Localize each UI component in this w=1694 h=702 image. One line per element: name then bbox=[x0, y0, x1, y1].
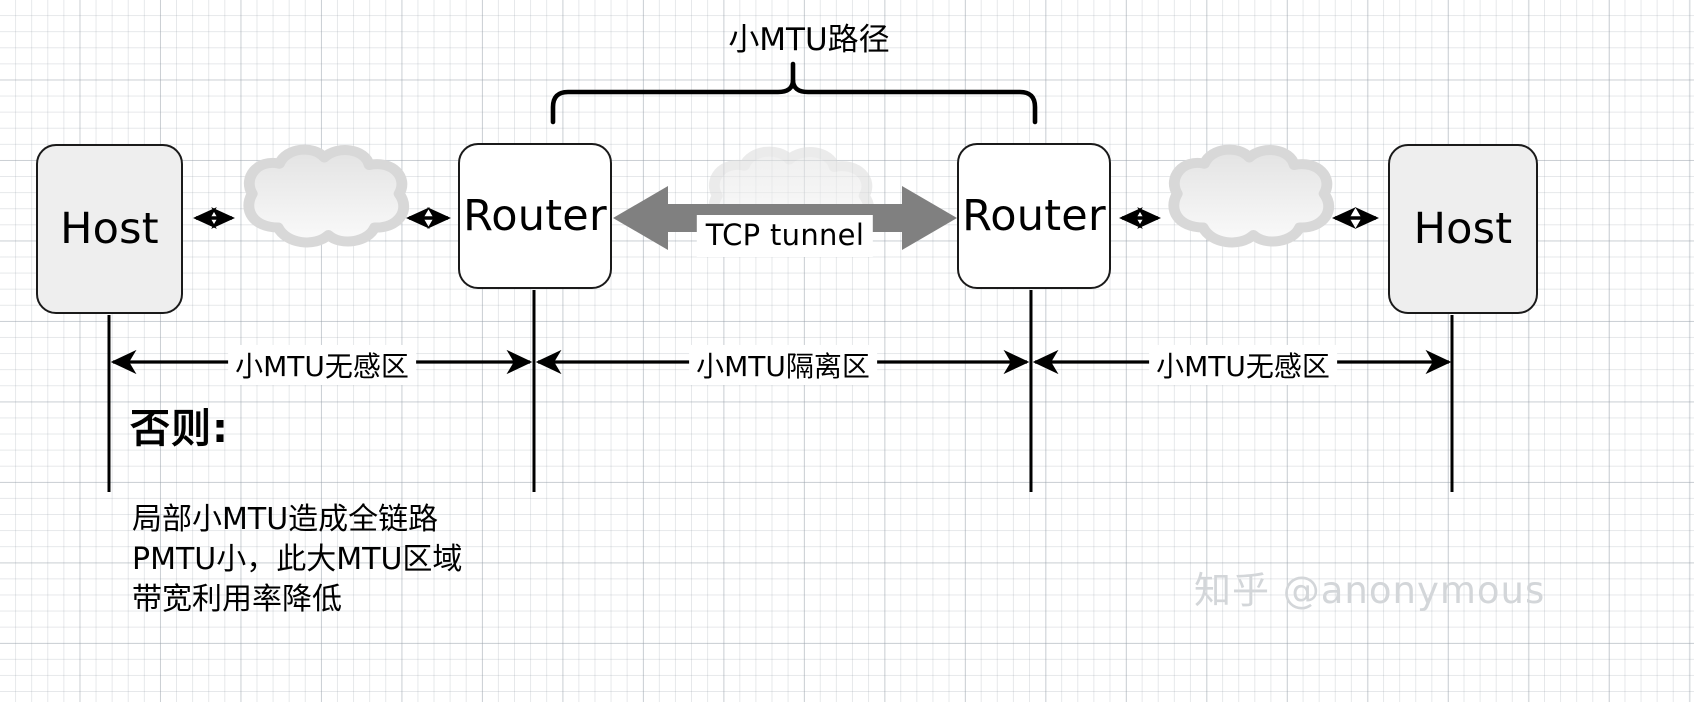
cloud-right bbox=[1174, 150, 1329, 243]
small-mtu-path-label-text: 小MTU路径 bbox=[728, 22, 890, 58]
otherwise-body: 局部小MTU造成全链路 PMTU小，此大MTU区域 带宽利用率降低 bbox=[132, 502, 463, 617]
node-router-right-label: Router bbox=[962, 190, 1106, 241]
zone-label-center: 小MTU隔离区 bbox=[689, 345, 877, 385]
node-host-left-label: Host bbox=[60, 203, 159, 254]
node-host-right[interactable]: Host bbox=[1388, 144, 1538, 314]
small-mtu-path-brace bbox=[550, 61, 1038, 125]
zone-label-right-text: 小MTU无感区 bbox=[1156, 350, 1330, 383]
small-mtu-path-label: 小MTU路径 bbox=[0, 14, 1694, 59]
drop-lines bbox=[107, 290, 1454, 492]
zone-label-right: 小MTU无感区 bbox=[1149, 345, 1337, 385]
node-router-left-label: Router bbox=[463, 190, 607, 241]
zone-label-center-text: 小MTU隔离区 bbox=[696, 350, 870, 383]
tcp-tunnel-label-text: TCP tunnel bbox=[705, 218, 865, 252]
watermark: 知乎 @anonymous bbox=[1194, 569, 1546, 612]
tcp-tunnel-label: TCP tunnel bbox=[696, 215, 874, 257]
node-router-right[interactable]: Router bbox=[957, 143, 1111, 289]
cloud-left bbox=[249, 150, 404, 243]
node-router-left[interactable]: Router bbox=[458, 143, 612, 289]
node-host-left[interactable]: Host bbox=[36, 144, 183, 314]
otherwise-heading: 否则: bbox=[130, 406, 229, 452]
zone-label-left-text: 小MTU无感区 bbox=[235, 350, 409, 383]
zone-label-left: 小MTU无感区 bbox=[228, 345, 416, 385]
node-host-right-label: Host bbox=[1413, 203, 1513, 254]
